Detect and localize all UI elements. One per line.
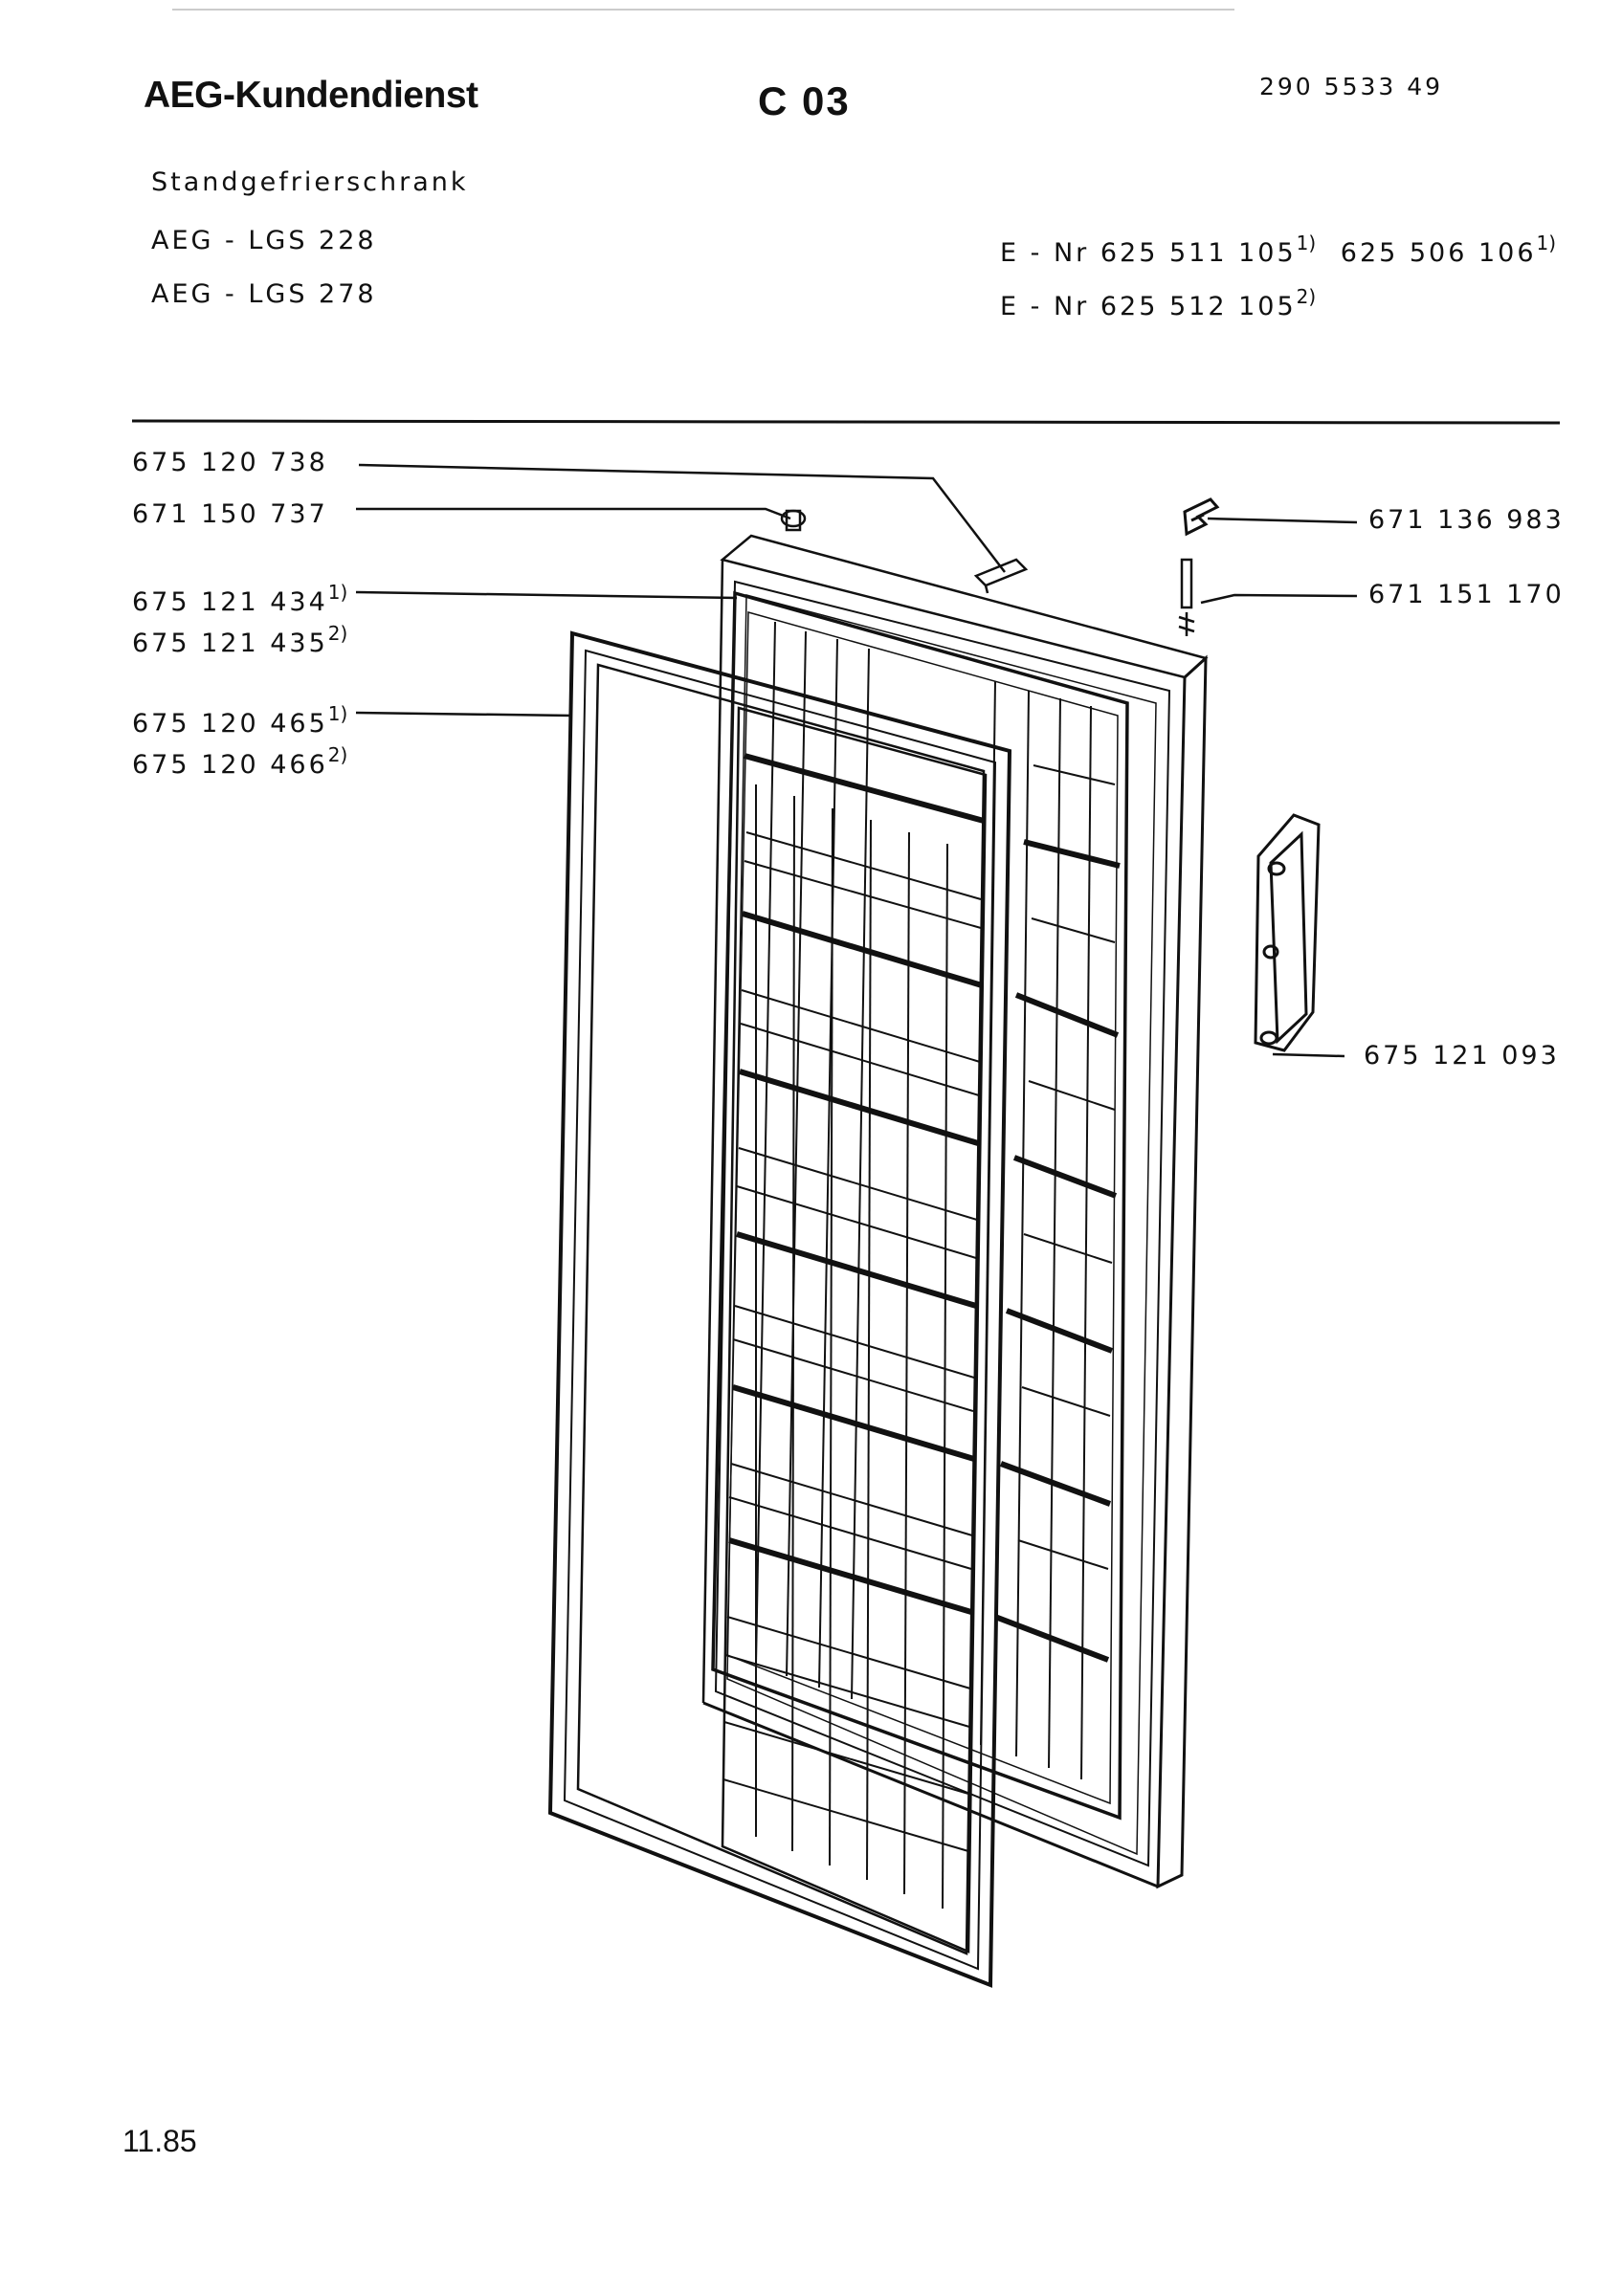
sheet-code: C 03 (758, 78, 851, 123)
enr-note: 2) (1296, 285, 1317, 308)
part-inner-door: 675 121 4341) 675 121 4352) (132, 577, 347, 659)
cap-icon (780, 509, 807, 532)
enr-prefix: E - Nr (1000, 238, 1090, 268)
part-gasket-strip: 675 120 738 (132, 448, 328, 477)
part-cap: 671 150 737 (132, 499, 328, 529)
inner-door-note-2: 2) (327, 622, 348, 645)
gasket-strip-icon (973, 558, 1029, 594)
enr-line-2: E - Nr 625 512 1052) (1000, 285, 1316, 321)
enr-number: 625 511 105 (1100, 238, 1297, 268)
door-seal-note-2: 2) (327, 743, 348, 766)
part-handle: 675 121 093 (1364, 1041, 1560, 1071)
door-frame-drawing (701, 534, 1209, 1889)
leader-lines (355, 463, 1358, 1058)
document-number: 290 5533 49 (1259, 73, 1444, 100)
inner-door-number-2: 675 121 435 (132, 629, 328, 658)
revision-date: 11.85 (122, 2124, 197, 2158)
model-2: AEG - LGS 278 (151, 279, 377, 309)
enr-line-1: E - Nr 625 511 1051) 625 506 1061) (1000, 232, 1556, 268)
enr-prefix: E - Nr (1000, 292, 1090, 321)
hinge-pin-icon (1178, 558, 1195, 636)
door-seal-number-1: 675 120 465 (132, 709, 328, 739)
header-separator (131, 419, 1561, 425)
product-type: Standgefrierschrank (151, 167, 469, 197)
inner-panel-grid (711, 590, 1129, 1821)
part-hinge-top: 671 136 983 (1368, 505, 1565, 535)
door-handle-icon (1254, 813, 1321, 1052)
enr-alt-note: 1) (1536, 232, 1557, 254)
brand-title: AEG-Kundendienst (144, 75, 478, 116)
door-seal-note-1: 1) (327, 702, 348, 725)
door-gasket-frame (547, 630, 1012, 1988)
enr-number: 625 512 105 (1100, 292, 1297, 321)
part-door-seal: 675 120 4651) 675 120 4662) (132, 698, 347, 781)
enr-note: 1) (1296, 232, 1317, 254)
enr-alt-number: 625 506 106 (1340, 238, 1537, 268)
inner-door-number-1: 675 121 434 (132, 587, 328, 617)
hinge-icon (1183, 497, 1220, 537)
inner-door-note-1: 1) (327, 581, 348, 604)
door-seal-number-2: 675 120 466 (132, 750, 328, 780)
part-hinge-pin: 671 151 170 (1368, 580, 1565, 609)
model-1: AEG - LGS 228 (151, 226, 377, 255)
